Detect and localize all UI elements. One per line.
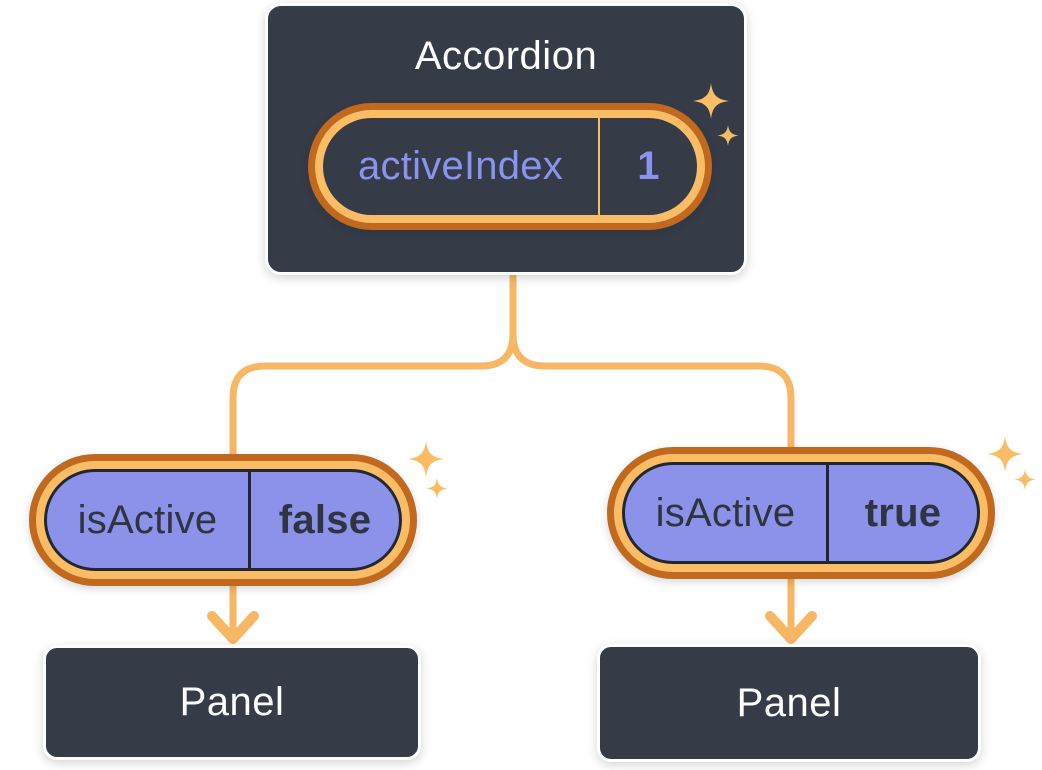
accordion-title: Accordion xyxy=(414,34,598,78)
state-name-label: activeIndex xyxy=(357,144,564,188)
arrowhead-down-icon xyxy=(207,611,259,644)
panel-title: Panel xyxy=(736,680,842,725)
sparkle-large-icon xyxy=(408,441,444,477)
state-pill-ring: activeIndex 1 xyxy=(315,110,705,223)
pill-divider xyxy=(826,465,829,561)
prop-name-label: isActive xyxy=(655,490,796,535)
sparkle-icon xyxy=(987,436,1036,490)
connector-line-right xyxy=(509,269,795,632)
panel-right: Panel xyxy=(597,644,981,762)
prop-pill-right-core: isActive true xyxy=(622,462,980,564)
state-value: 1 xyxy=(637,144,660,188)
sparkle-small-icon xyxy=(426,478,448,499)
sparkle-large-icon xyxy=(987,436,1023,472)
prop-pill-right-ring: isActive true xyxy=(614,454,988,572)
prop-value: false xyxy=(278,497,372,542)
sparkle-icon xyxy=(408,441,448,499)
prop-pill-left: isActive false xyxy=(29,454,417,586)
prop-name-label: isActive xyxy=(77,497,218,542)
prop-pill-left-ring: isActive false xyxy=(36,461,410,579)
sparkle-icon xyxy=(693,83,739,146)
panel-left: Panel xyxy=(43,645,421,760)
pill-divider xyxy=(598,118,600,215)
prop-pill-left-core: isActive false xyxy=(44,469,402,571)
accordion-card: Accordion activeIndex 1 xyxy=(265,3,747,275)
prop-pill-right: isActive true xyxy=(607,447,995,579)
panel-title: Panel xyxy=(179,680,285,724)
state-pill-core: activeIndex 1 xyxy=(323,118,697,215)
prop-value: true xyxy=(864,490,942,535)
state-pill: activeIndex 1 xyxy=(308,103,712,230)
arrowhead-down-icon xyxy=(765,611,817,644)
pill-divider xyxy=(248,472,251,568)
sparkle-small-icon xyxy=(1014,469,1036,490)
sparkle-small-icon xyxy=(717,125,739,146)
sparkle-large-icon xyxy=(693,83,729,119)
